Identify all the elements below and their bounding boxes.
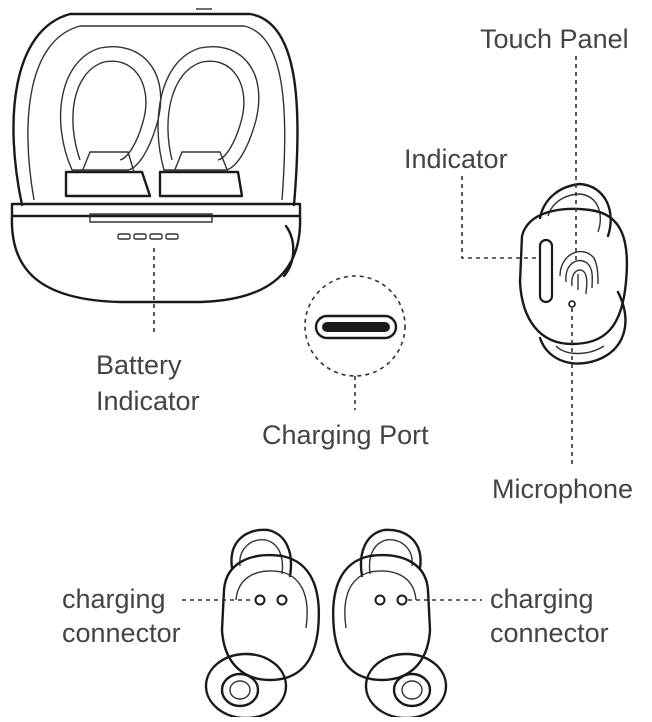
case-left-earbud [60, 46, 162, 198]
charging-port [304, 275, 406, 410]
charging-port-label: Charging Port [262, 420, 429, 450]
right-charging-connector-label-line2: connector [490, 618, 609, 648]
charging-case [10, 8, 302, 336]
left-earbud-back [182, 528, 320, 720]
indicator-leader [461, 176, 538, 259]
battery-indicator-label-line1: Battery [96, 350, 182, 380]
left-charging-connector-label-line2: connector [62, 618, 181, 648]
touch-panel-fingerprint [559, 250, 599, 295]
touch-panel-label: Touch Panel [480, 24, 629, 54]
left-charging-connector-label-line1: charging [62, 584, 166, 614]
right-charging-connector-label-line1: charging [490, 584, 594, 614]
indicator-label: Indicator [404, 144, 508, 174]
front-earbud [461, 56, 629, 466]
battery-indicator-lights [117, 233, 179, 240]
battery-indicator-label-line2: Indicator [96, 386, 200, 416]
microphone-label: Microphone [492, 474, 634, 504]
case-right-earbud [157, 46, 260, 198]
right-earbud-back [332, 528, 482, 720]
